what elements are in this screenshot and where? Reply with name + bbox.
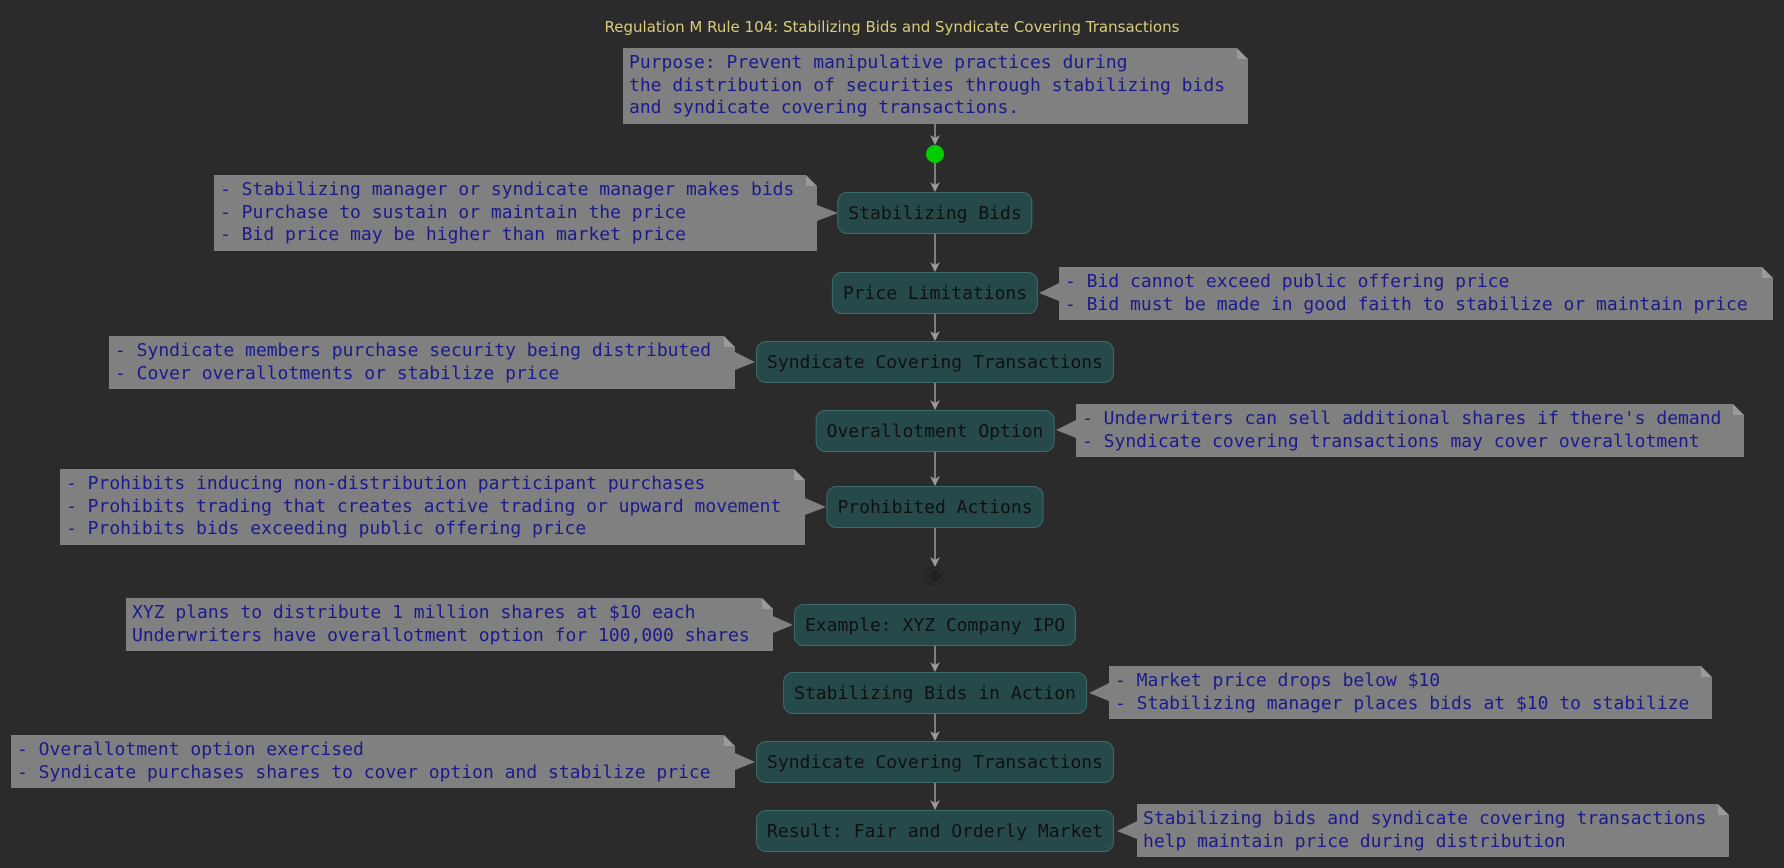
node-example-syndicate-covering: Syndicate Covering Transactions	[756, 741, 1114, 783]
node-overallotment-option: Overallotment Option	[815, 410, 1055, 452]
note-pointer	[1056, 420, 1076, 438]
note-line: - Prohibits inducing non-distribution pa…	[66, 473, 706, 494]
note-line: Underwriters have overallotment option f…	[132, 624, 750, 646]
note-price-limitations: - Bid cannot exceed public offering pric…	[1059, 267, 1773, 320]
node-stabilizing-bids: Stabilizing Bids	[837, 192, 1033, 234]
note-line: - Underwriters can sell additional share…	[1082, 408, 1722, 429]
note-line: - Overallotment option exercised	[17, 739, 364, 760]
note-line: - Bid price may be higher than market pr…	[220, 224, 686, 245]
note-line: - Stabilizing manager or syndicate manag…	[220, 179, 795, 200]
node-stabilizing-bids-in-action: Stabilizing Bids in Action	[783, 672, 1087, 714]
note-pointer	[805, 498, 826, 515]
note-pointer	[773, 616, 793, 633]
note-line: - Market price drops below $10	[1115, 670, 1441, 691]
note-line: the distribution of securities through s…	[629, 74, 1226, 96]
note-line: - Syndicate covering transactions may co…	[1082, 430, 1700, 452]
node-result-fair-orderly-market: Result: Fair and Orderly Market	[756, 810, 1114, 852]
note-result-fair-orderly-market: Stabilizing bids and syndicate covering …	[1137, 804, 1729, 857]
note-line: - Prohibits bids exceeding public offeri…	[66, 518, 587, 539]
node-example-xyz-ipo: Example: XYZ Company IPO	[793, 604, 1077, 646]
note-syndicate-covering-transactions: - Syndicate members purchase security be…	[109, 336, 735, 389]
start-node-icon	[926, 145, 944, 163]
end-node-icon	[925, 566, 945, 586]
note-example-syndicate-covering: - Overallotment option exercised - Syndi…	[11, 735, 735, 788]
note-line: - Stabilizing manager places bids at $10…	[1115, 692, 1690, 714]
note-line: - Prohibits trading that creates active …	[66, 495, 782, 517]
note-line: XYZ plans to distribute 1 million shares…	[132, 602, 696, 623]
note-stabilizing-bids: - Stabilizing manager or syndicate manag…	[214, 175, 817, 251]
note-line: help maintain price during distribution	[1143, 830, 1566, 852]
note-line: - Cover overallotments or stabilize pric…	[115, 362, 560, 384]
note-pointer	[735, 352, 755, 370]
note-line: - Syndicate members purchase security be…	[115, 340, 712, 361]
note-pointer	[1089, 683, 1109, 701]
node-price-limitations: Price Limitations	[831, 272, 1039, 314]
note-line: - Bid cannot exceed public offering pric…	[1065, 271, 1510, 292]
node-prohibited-actions: Prohibited Actions	[826, 486, 1044, 528]
note-line: - Bid must be made in good faith to stab…	[1065, 293, 1748, 315]
note-stabilizing-bids-in-action: - Market price drops below $10 - Stabili…	[1109, 666, 1712, 719]
note-line: - Syndicate purchases shares to cover op…	[17, 761, 711, 783]
note-pointer	[817, 205, 838, 221]
note-overallotment-option: - Underwriters can sell additional share…	[1076, 404, 1744, 457]
node-syndicate-covering-transactions: Syndicate Covering Transactions	[756, 341, 1114, 383]
note-pointer	[1039, 283, 1059, 301]
note-pointer	[735, 753, 755, 770]
note-line: and syndicate covering transactions.	[629, 97, 1020, 118]
note-example-xyz-ipo: XYZ plans to distribute 1 million shares…	[126, 598, 773, 651]
note-pointer	[1117, 821, 1137, 839]
note-line: Purpose: Prevent manipulative practices …	[629, 52, 1128, 73]
note-line: - Purchase to sustain or maintain the pr…	[220, 201, 686, 223]
note-line: Stabilizing bids and syndicate covering …	[1143, 808, 1707, 829]
purpose-note: Purpose: Prevent manipulative practices …	[623, 48, 1248, 124]
note-prohibited-actions: - Prohibits inducing non-distribution pa…	[60, 469, 805, 545]
page-title: Regulation M Rule 104: Stabilizing Bids …	[604, 18, 1180, 36]
